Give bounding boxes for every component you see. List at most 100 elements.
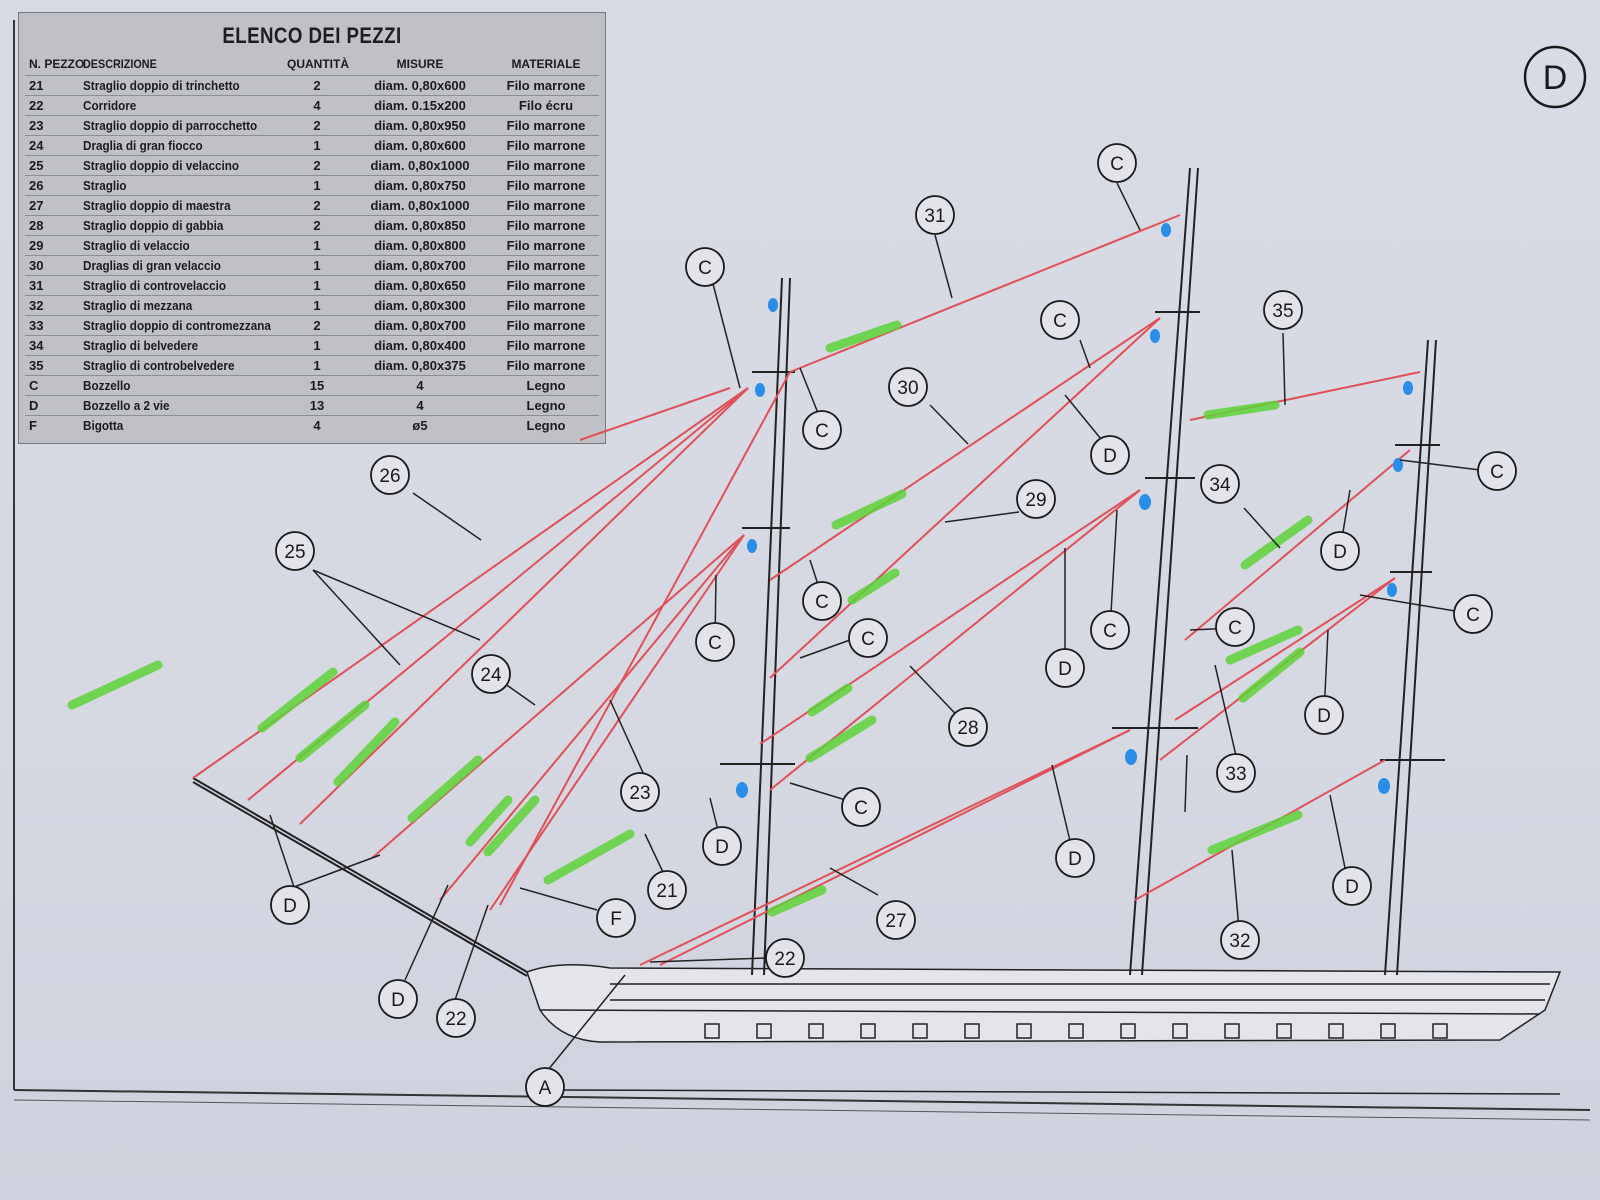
part-material: Legno	[526, 398, 566, 413]
gunport	[1328, 1023, 1344, 1039]
callout-d: D	[1055, 838, 1095, 878]
part-description: Straglio doppio di maestra	[83, 198, 231, 213]
blue-markers	[736, 223, 1413, 798]
callout-circle	[525, 1067, 565, 1107]
callout-34: 34	[1200, 464, 1240, 504]
part-number: 22	[29, 98, 44, 113]
callout-circle	[702, 826, 742, 866]
callout-label: 26	[379, 466, 400, 487]
ship-hull	[526, 964, 1562, 1095]
part-quantity: 1	[313, 278, 321, 293]
header-material: MATERIALE	[511, 57, 581, 71]
part-measures: diam. 0,80x700	[374, 258, 466, 273]
callout-label: 24	[480, 665, 502, 686]
callout-circle	[1200, 464, 1240, 504]
callout-c: C	[802, 581, 842, 621]
part-description: Draglias di gran velaccio	[83, 258, 221, 273]
part-quantity: 2	[313, 198, 321, 213]
callout-a: A	[525, 1067, 565, 1107]
part-quantity: 15	[309, 378, 325, 393]
gunport	[1068, 1023, 1084, 1039]
callout-c: C	[1477, 451, 1517, 491]
callout-c: C	[802, 410, 842, 450]
callout-d: D	[1045, 648, 1085, 688]
callout-circle	[378, 979, 418, 1019]
part-material: Filo marrone	[506, 118, 586, 133]
callout-circle	[1090, 435, 1130, 475]
part-material: Filo marrone	[506, 238, 586, 253]
callout-circle	[275, 531, 315, 571]
part-number: 32	[29, 298, 44, 313]
callout-circle	[915, 195, 955, 235]
green-highlights	[67, 320, 1313, 917]
callout-label: C	[1053, 311, 1067, 332]
callout-circle	[1045, 648, 1085, 688]
gunport	[808, 1023, 824, 1039]
callout-circle	[436, 998, 476, 1038]
callout-label: 21	[656, 881, 677, 902]
part-quantity: 2	[313, 218, 321, 233]
callout-d: D	[702, 826, 742, 866]
part-number: 34	[29, 338, 44, 353]
part-measures: diam. 0,80x800	[374, 238, 466, 253]
callout-label: C	[1466, 605, 1480, 626]
part-quantity: 1	[313, 298, 321, 313]
callout-circle	[1220, 920, 1260, 960]
part-quantity: 2	[313, 78, 321, 93]
part-material: Filo marrone	[506, 278, 586, 293]
callout-label: 35	[1272, 301, 1293, 322]
callout-circle	[948, 707, 988, 747]
parts-list-title: ELENCO DEI PEZZI	[222, 23, 402, 48]
part-quantity: 1	[313, 258, 321, 273]
part-quantity: 4	[313, 98, 321, 113]
gunport	[1276, 1023, 1292, 1039]
callout-circle	[647, 870, 687, 910]
callout-label: C	[1110, 154, 1124, 175]
part-number: 27	[29, 198, 44, 213]
callout-label: D	[1345, 877, 1359, 898]
part-material: Filo marrone	[506, 178, 586, 193]
callout-d: D	[1332, 866, 1372, 906]
callout-circle	[1453, 594, 1493, 634]
gunports	[704, 1023, 1448, 1039]
part-description: Straglio	[83, 178, 127, 193]
part-material: Filo marrone	[506, 298, 586, 313]
part-quantity: 1	[313, 358, 321, 373]
callout-c: C	[1215, 607, 1255, 647]
part-number: F	[29, 418, 37, 433]
callout-circle	[1216, 753, 1256, 793]
callout-circle	[695, 622, 735, 662]
part-measures: diam. 0,80x750	[374, 178, 466, 193]
callout-circle	[888, 367, 928, 407]
callout-circle	[1332, 866, 1372, 906]
callout-circle	[370, 455, 410, 495]
rigging-lines	[192, 214, 1421, 966]
callout-circle	[685, 247, 725, 287]
part-measures: diam. 0,80x375	[374, 358, 466, 373]
part-material: Filo marrone	[506, 138, 586, 153]
callout-label: 22	[445, 1009, 466, 1030]
callout-label: C	[815, 421, 829, 442]
callout-label: 25	[284, 542, 305, 563]
callout-label: 32	[1229, 931, 1250, 952]
part-number: 29	[29, 238, 44, 253]
callout-d: D	[1090, 435, 1130, 475]
callout-circle	[1055, 838, 1095, 878]
part-quantity: 1	[313, 138, 321, 153]
part-material: Filo écru	[518, 98, 574, 113]
callout-label: D	[1058, 659, 1072, 680]
part-description: Bozzello a 2 vie	[83, 398, 170, 413]
callout-d: D	[1304, 695, 1344, 735]
callout-26: 26	[370, 455, 410, 495]
callout-label: D	[1068, 849, 1082, 870]
gunport	[1224, 1023, 1240, 1039]
callout-35: 35	[1263, 290, 1303, 330]
callout-label: C	[815, 592, 829, 613]
callout-c: C	[1090, 610, 1130, 650]
part-quantity: 2	[313, 158, 321, 173]
